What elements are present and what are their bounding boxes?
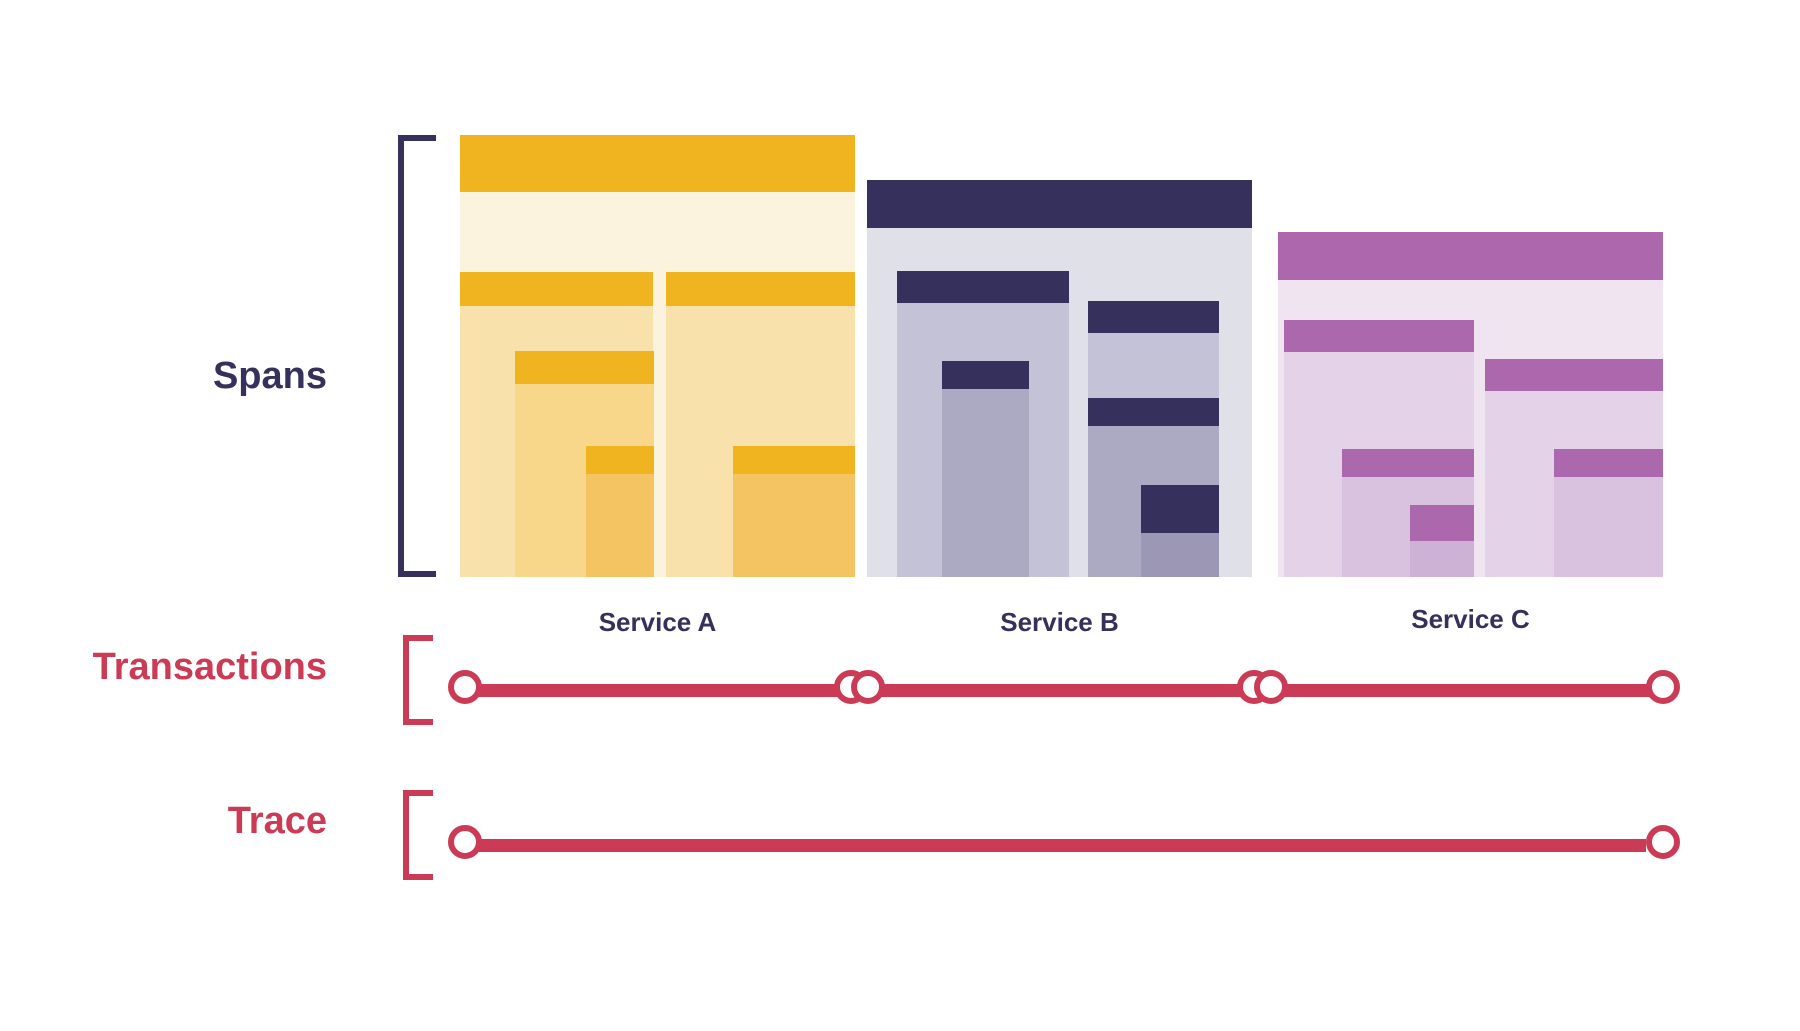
bracket-trace-top-arm: [403, 790, 433, 796]
span-b-grandchild-1[interactable]: [942, 361, 1029, 577]
span-b-child-1-header: [897, 271, 1069, 303]
transaction-node-c-start[interactable]: [1254, 670, 1288, 704]
span-c-grandchild-2[interactable]: [1554, 449, 1663, 577]
span-a-leaf-2[interactable]: [733, 446, 855, 577]
span-c-grandchild-2-body: [1554, 477, 1663, 577]
trace-node-end[interactable]: [1646, 825, 1680, 859]
span-group-service-a: [460, 135, 855, 577]
span-group-service-b: [867, 180, 1252, 577]
span-group-service-c: [1278, 232, 1663, 577]
transaction-node-c-end[interactable]: [1646, 670, 1680, 704]
span-c-leaf-1-header: [1410, 505, 1474, 541]
transaction-node-a-start[interactable]: [448, 670, 482, 704]
row-label-trace: Trace: [227, 800, 327, 842]
span-b-grandchild-2-header: [1088, 398, 1219, 426]
bracket-transactions: [403, 635, 433, 725]
span-a-leaf-1[interactable]: [586, 446, 654, 577]
span-c-root-header: [1278, 232, 1663, 280]
span-c-leaf-1-body: [1410, 541, 1474, 577]
trace-rail[interactable]: [465, 839, 1646, 852]
service-caption-b: Service B: [1000, 607, 1119, 637]
span-a-leaf-1-body: [586, 474, 654, 577]
bracket-spans-spine: [398, 135, 404, 577]
span-a-child-2-header: [666, 272, 855, 306]
span-c-child-2-header: [1485, 359, 1663, 391]
bracket-spans: [398, 135, 436, 577]
span-b-leaf-1[interactable]: [1141, 485, 1219, 577]
span-b-root-header: [867, 180, 1252, 228]
transaction-rail-b[interactable]: [868, 684, 1254, 697]
transactions-timeline: [448, 670, 1680, 710]
service-caption-c: Service C: [1411, 604, 1530, 634]
span-b-child-2-header: [1088, 301, 1219, 333]
row-label-transactions: Transactions: [92, 646, 327, 688]
transaction-node-b-start[interactable]: [851, 670, 885, 704]
span-a-root-header: [460, 135, 855, 192]
transaction-rail-c[interactable]: [1271, 684, 1663, 697]
bracket-transactions-bottom-arm: [403, 719, 433, 725]
bracket-transactions-spine: [403, 635, 409, 725]
trace-node-start[interactable]: [448, 825, 482, 859]
span-c-grandchild-2-header: [1554, 449, 1663, 477]
span-c-child-1-header: [1284, 320, 1474, 352]
span-a-child-1-header: [460, 272, 653, 306]
bracket-trace-bottom-arm: [403, 874, 433, 880]
span-c-leaf-1[interactable]: [1410, 505, 1474, 577]
bracket-trace-spine: [403, 790, 409, 880]
service-caption-a: Service A: [598, 607, 717, 637]
span-b-leaf-1-body: [1141, 533, 1219, 577]
bracket-transactions-top-arm: [403, 635, 433, 641]
trace-timeline: [448, 825, 1680, 865]
span-b-leaf-1-header: [1141, 485, 1219, 533]
row-label-spans: Spans: [212, 355, 327, 397]
span-a-leaf-2-header: [733, 446, 855, 474]
bracket-spans-top-arm: [398, 135, 436, 141]
span-b-grandchild-1-header: [942, 361, 1029, 389]
bracket-spans-bottom-arm: [398, 571, 436, 577]
bracket-trace: [403, 790, 433, 880]
span-a-leaf-1-header: [586, 446, 654, 474]
span-a-leaf-2-body: [733, 474, 855, 577]
span-c-grandchild-1-header: [1342, 449, 1474, 477]
span-a-grandchild-1-header: [515, 351, 654, 384]
transaction-rail-a[interactable]: [465, 684, 851, 697]
span-b-grandchild-1-body: [942, 389, 1029, 577]
